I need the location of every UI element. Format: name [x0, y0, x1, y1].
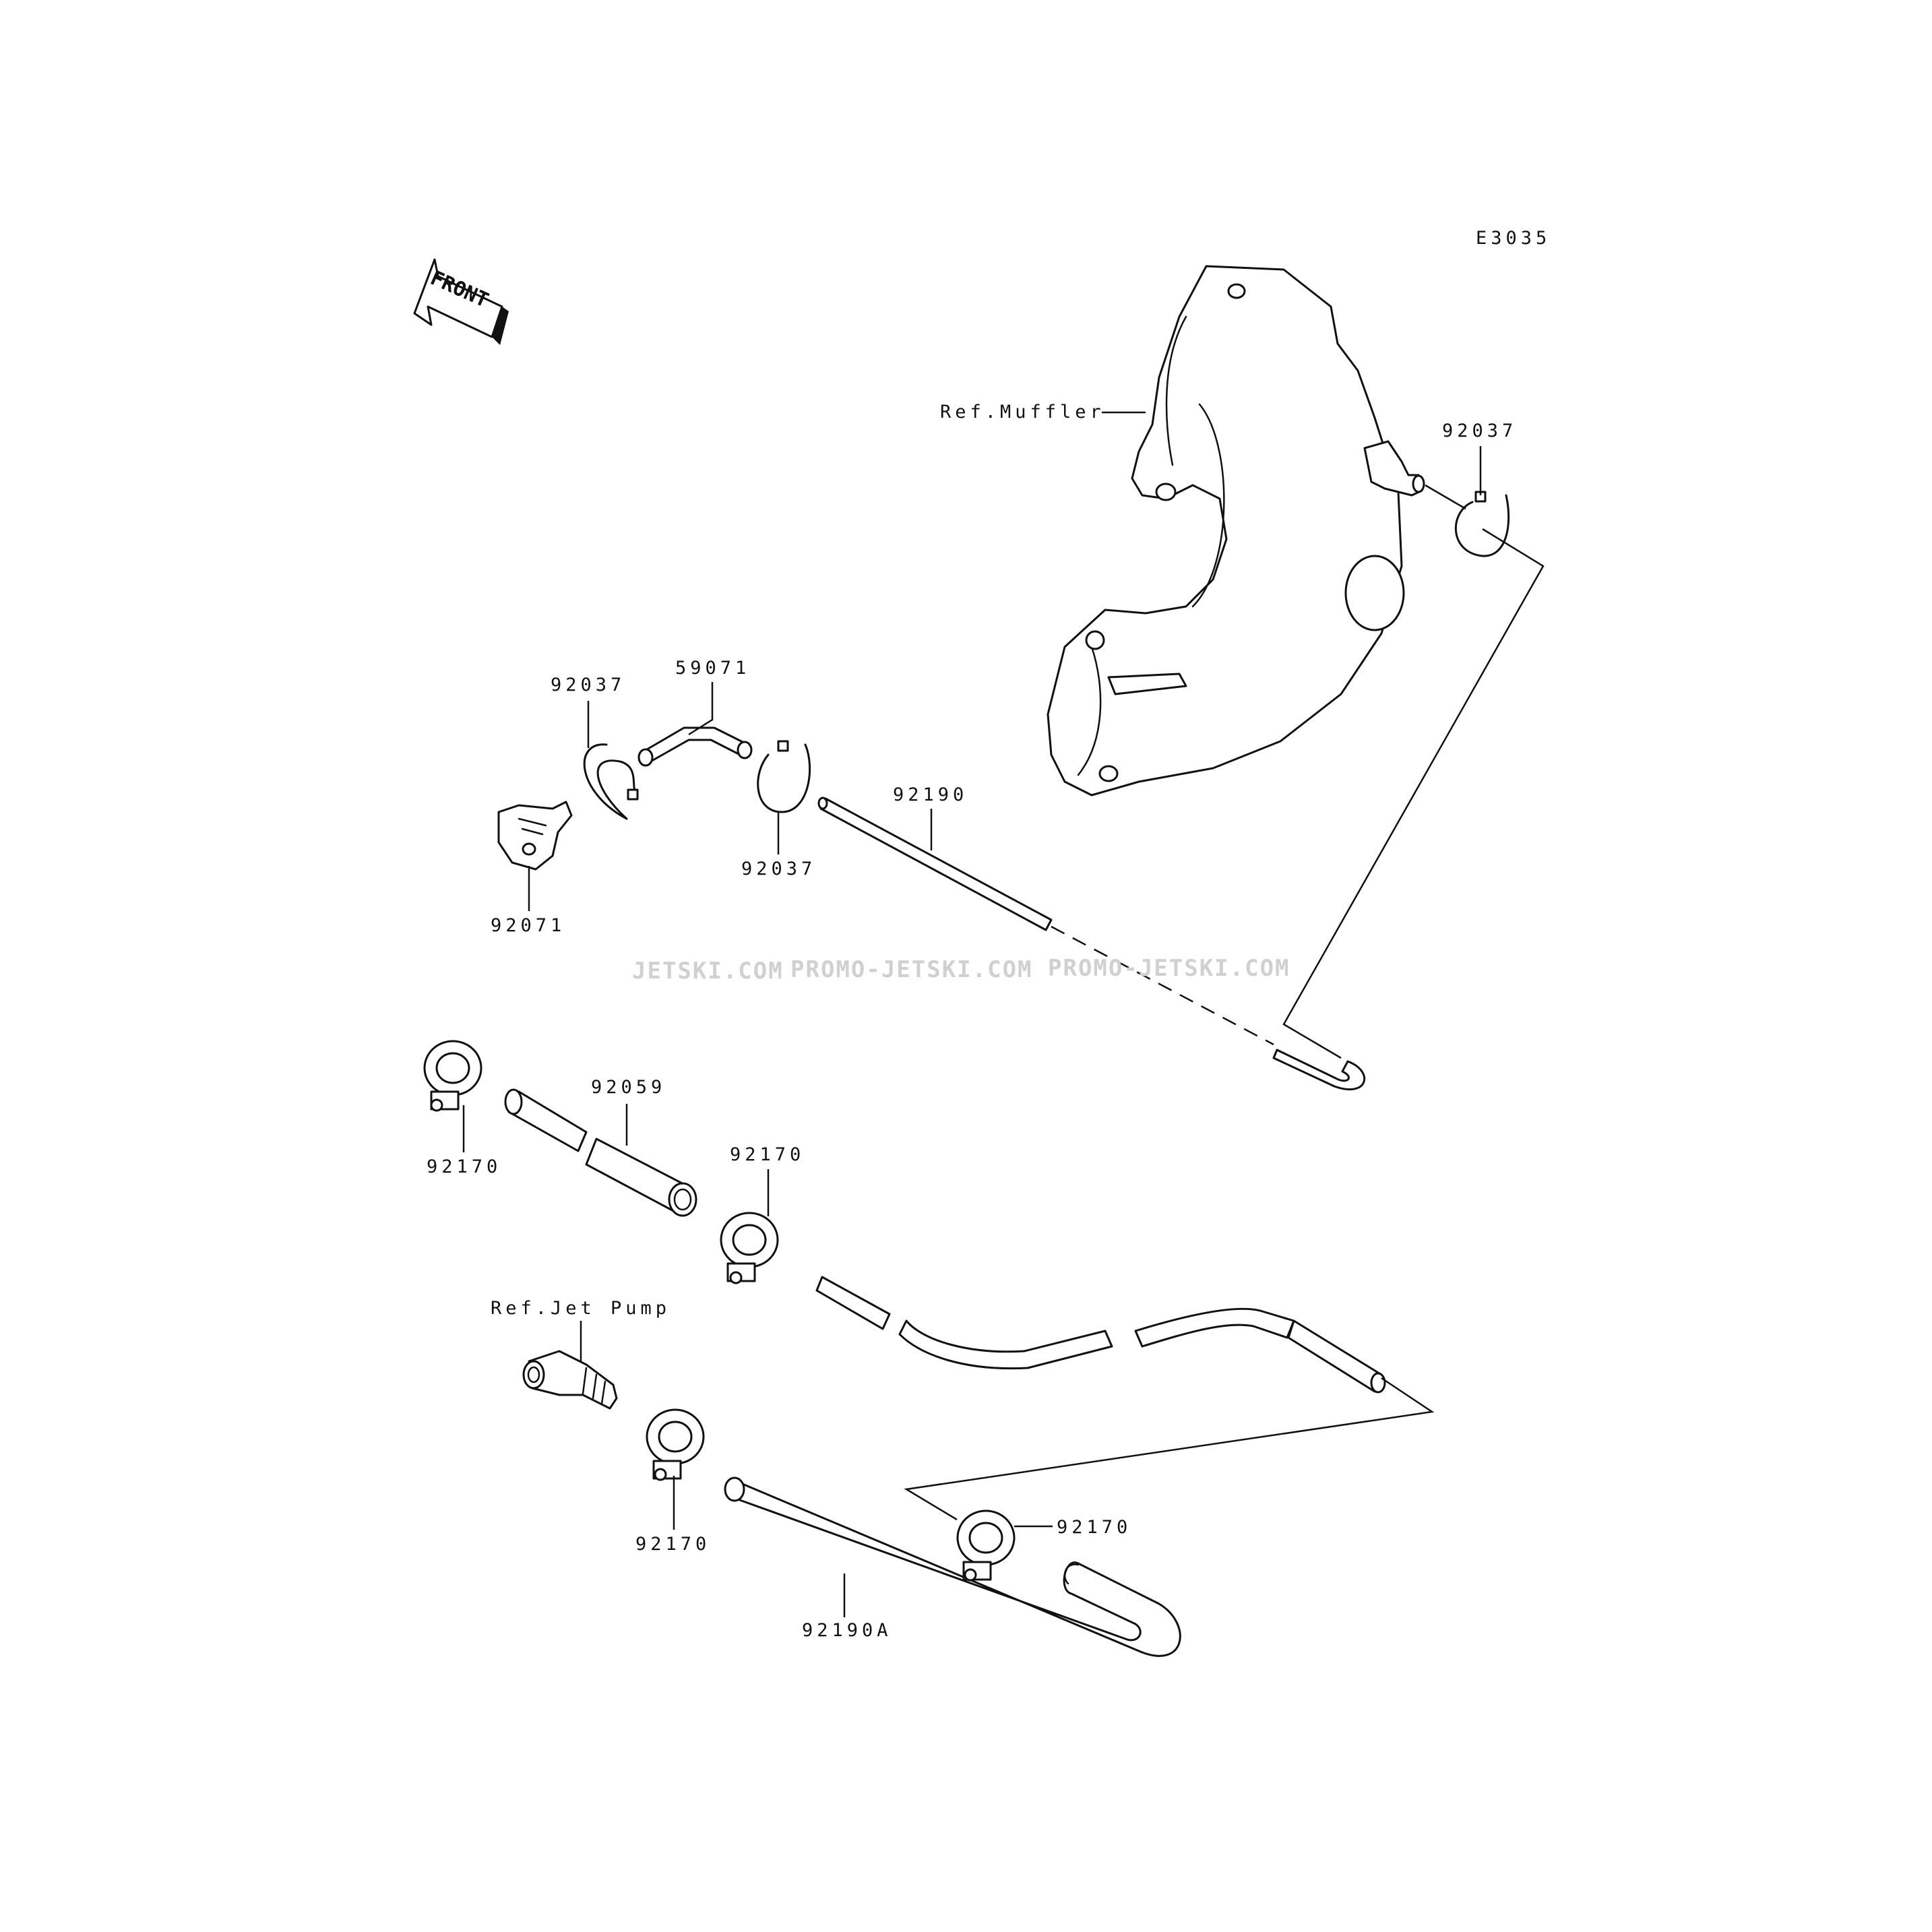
label-92037-left: 92037 [551, 675, 625, 695]
label-92190a: 92190A [802, 1620, 892, 1641]
watermark-3: PROMO-JETSKI.COM [1048, 955, 1290, 982]
clamp-92170-b-part [720, 1212, 779, 1284]
muffler-part [1047, 265, 1425, 797]
leader-muffler-to-tube [1282, 528, 1545, 1059]
plug-92071-part [497, 801, 573, 871]
label-59071: 59071 [675, 658, 750, 679]
leader-muffler-clamp [1425, 484, 1466, 510]
label-92170-c: 92170 [635, 1534, 710, 1555]
hose-segment-part [815, 1276, 1386, 1394]
tube-92190-part [817, 797, 1366, 1091]
hose-92190a-part [724, 1476, 1181, 1657]
front-arrow-icon: FRONT [413, 258, 509, 345]
label-92190: 92190 [893, 784, 968, 805]
label-92071: 92071 [491, 915, 565, 936]
clamp-92170-d-part [956, 1509, 1016, 1582]
clamp-92170-c-part [646, 1408, 705, 1481]
leader-hose-to-clamp [904, 1377, 1435, 1521]
clamp-92037-mid-part [757, 740, 811, 813]
label-92037-mid: 92037 [741, 859, 816, 879]
label-92037-right: 92037 [1442, 420, 1517, 441]
ref-jet-pump-label: Ref.Jet Pump [491, 1298, 671, 1319]
label-92170-b: 92170 [730, 1144, 805, 1165]
ref-muffler-label: Ref.Muffler [940, 402, 1105, 423]
watermark-2: PROMO-JETSKI.COM [790, 956, 1033, 983]
jet-pump-fitting-part [522, 1350, 618, 1410]
label-92059: 92059 [591, 1077, 666, 1098]
leader-59071 [688, 682, 714, 736]
clamp-92170-a-part [423, 1040, 482, 1112]
fitting-59071-part [637, 726, 753, 767]
clamp-92037-left-part [583, 743, 639, 820]
hose-92059-part [504, 1088, 697, 1217]
clamp-92037-right-part [1454, 491, 1510, 557]
label-92170-d: 92170 [1057, 1517, 1131, 1538]
watermark-1: JETSKI.COM [632, 958, 784, 985]
diagram-code: E3035 [1476, 228, 1551, 249]
label-92170-a: 92170 [427, 1156, 501, 1177]
